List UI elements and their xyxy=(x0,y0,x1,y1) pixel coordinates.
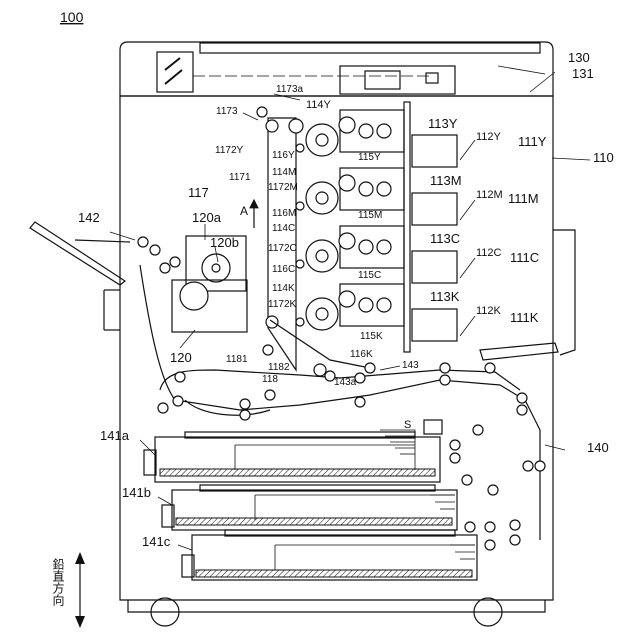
label-140: 140 xyxy=(587,440,609,455)
label-116M: 116M xyxy=(272,208,296,219)
label-141c: 141c xyxy=(142,534,171,549)
label-1173: 1173 xyxy=(216,106,238,117)
label-1172C: 1172C xyxy=(268,243,297,254)
label-116C: 116C xyxy=(272,264,295,275)
vertical-direction-label: 鉛直方向 xyxy=(51,558,65,606)
label-115C: 115C xyxy=(358,270,381,281)
label-118: 118 xyxy=(262,374,278,385)
label-114Y: 114Y xyxy=(306,99,332,111)
label-143a: 143a xyxy=(334,377,357,388)
label-115M: 115M xyxy=(358,210,382,221)
label-111C: 111C xyxy=(510,250,539,265)
exit-tray xyxy=(30,222,130,285)
label-142: 142 xyxy=(78,210,100,225)
label-1181: 1181 xyxy=(226,354,248,365)
label-117: 117 xyxy=(188,185,209,200)
label-112M: 112M xyxy=(476,189,503,201)
label-143: 143 xyxy=(402,360,419,371)
label-112Y: 112Y xyxy=(476,131,502,143)
label-116Y: 116Y xyxy=(272,150,295,161)
label-111M: 111M xyxy=(508,191,539,206)
label-120: 120 xyxy=(170,350,192,365)
label-114K: 114K xyxy=(272,283,295,294)
label-120a: 120a xyxy=(192,210,222,225)
label-115Y: 115Y xyxy=(358,152,381,163)
cassette-141a xyxy=(144,430,440,482)
belt-direction-label: A xyxy=(240,204,248,218)
label-1182: 1182 xyxy=(268,362,290,373)
label-1171: 1171 xyxy=(229,172,251,183)
label-112C: 112C xyxy=(476,247,502,259)
figure-number: 100 xyxy=(60,9,84,25)
label-131: 131 xyxy=(572,66,594,81)
label-116K: 116K xyxy=(350,349,373,360)
cassette-141b xyxy=(162,485,457,530)
label-141a: 141a xyxy=(100,428,130,443)
label-110: 110 xyxy=(593,150,614,165)
label-113C: 113C xyxy=(430,231,460,246)
label-113Y: 113Y xyxy=(428,116,458,131)
label-111K: 111K xyxy=(510,310,539,325)
label-130: 130 xyxy=(568,50,590,65)
label-115K: 115K xyxy=(360,331,383,342)
label-S: S xyxy=(404,419,411,431)
fixing-unit xyxy=(138,236,247,332)
label-120b: 120b xyxy=(210,235,239,250)
label-113M: 113M xyxy=(430,173,462,188)
label-113K: 113K xyxy=(430,289,460,304)
image-forming-units xyxy=(296,102,457,352)
vertical-direction-indicator: 鉛直方向 xyxy=(51,552,85,628)
cassette-141c xyxy=(182,530,477,580)
label-1172M: 1172M xyxy=(268,182,298,193)
label-111Y: 111Y xyxy=(518,134,547,149)
label-114M: 114M xyxy=(272,167,296,178)
label-1172K: 1172K xyxy=(268,299,297,310)
label-1173a: 1173a xyxy=(276,84,304,95)
label-1172Y: 1172Y xyxy=(215,145,244,156)
scanner-unit xyxy=(120,42,553,96)
label-141b: 141b xyxy=(122,485,151,500)
label-112K: 112K xyxy=(476,305,502,317)
label-114C: 114C xyxy=(272,223,295,234)
